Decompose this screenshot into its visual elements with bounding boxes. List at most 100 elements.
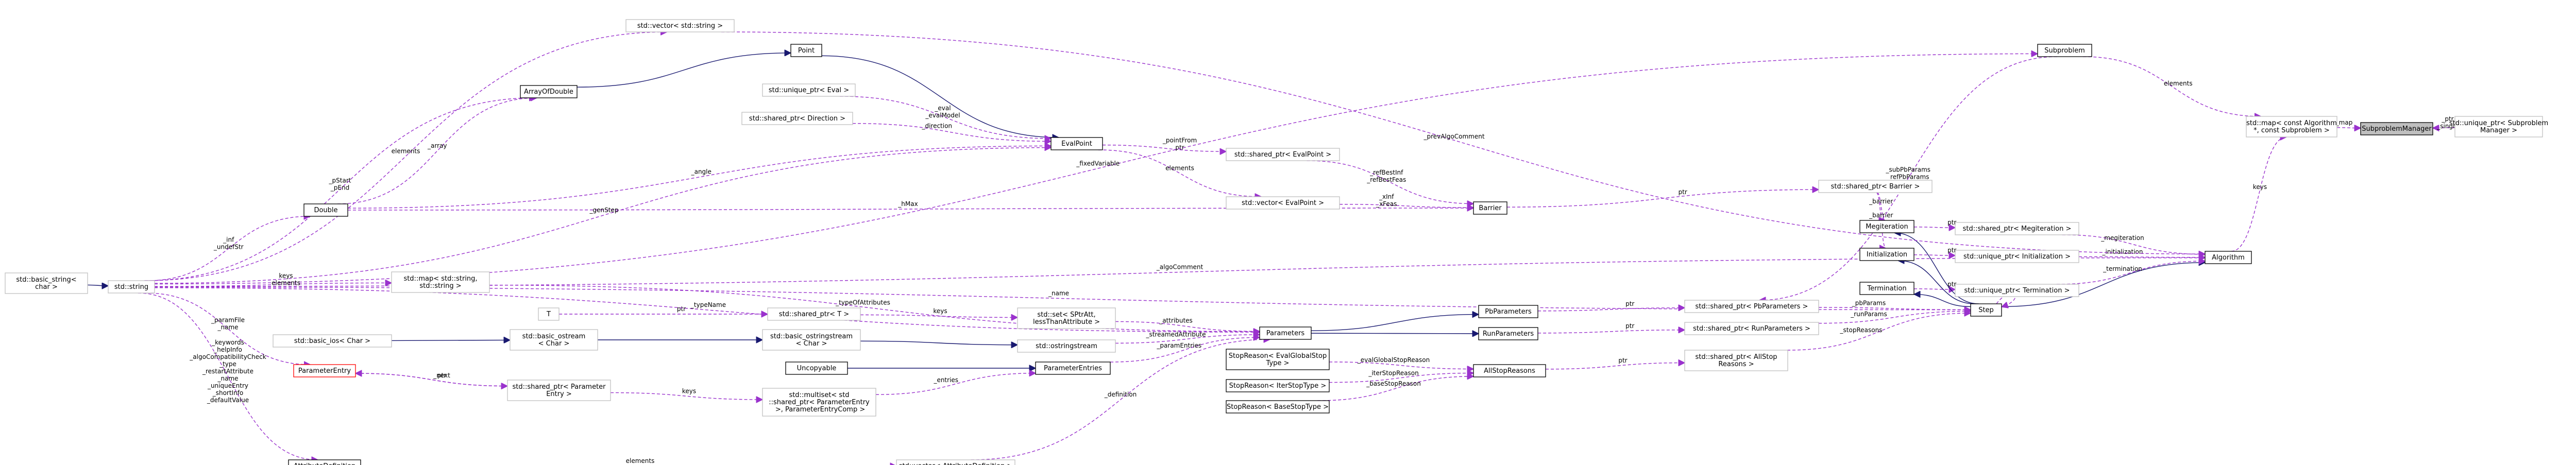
node-box[interactable] xyxy=(1684,300,1819,313)
node-sp_RunParameters[interactable]: std::shared_ptr< RunParameters > xyxy=(1684,322,1819,335)
node-SR_Base[interactable]: StopReason< BaseStopType > xyxy=(1226,400,1330,414)
node-vec_string[interactable]: std::vector< std::string > xyxy=(625,19,735,32)
node-sp_Barrier[interactable]: std::shared_ptr< Barrier > xyxy=(1818,180,1933,193)
node-box[interactable] xyxy=(1970,303,2002,317)
node-map[interactable]: std::map< const Algorithm*, const Subpro… xyxy=(2246,116,2337,137)
node-box[interactable] xyxy=(1050,137,1103,150)
node-Termination[interactable]: Termination xyxy=(1859,282,1914,295)
node-string[interactable]: std::string xyxy=(108,280,155,294)
node-ArrayOfDouble[interactable]: ArrayOfDouble xyxy=(520,85,578,98)
node-up_Eval[interactable]: std::unique_ptr< Eval > xyxy=(762,83,856,97)
node-box[interactable] xyxy=(1226,379,1330,392)
node-box[interactable] xyxy=(507,380,611,401)
node-box[interactable] xyxy=(1017,307,1116,329)
node-vec_EvalPoint[interactable]: std::vector< EvalPoint > xyxy=(1226,196,1340,210)
node-box[interactable] xyxy=(1017,339,1116,353)
node-basic_ostream[interactable]: std::basic_ostream< Char > xyxy=(510,329,598,351)
node-box[interactable] xyxy=(2037,44,2092,57)
node-Uncopyable[interactable]: Uncopyable xyxy=(785,361,848,375)
node-set_SPtrAtt[interactable]: std::set< SPtrAtt,lessThanAttribute > xyxy=(1017,307,1116,329)
node-box[interactable] xyxy=(520,85,578,98)
node-sp_T[interactable]: std::shared_ptr< T > xyxy=(767,307,861,321)
node-box[interactable] xyxy=(1226,400,1330,414)
node-box[interactable] xyxy=(1478,305,1538,318)
node-box[interactable] xyxy=(1859,248,1914,261)
node-box[interactable] xyxy=(1684,322,1819,335)
node-sp_Direction[interactable]: std::shared_ptr< Direction > xyxy=(741,112,853,125)
node-box[interactable] xyxy=(1955,284,2079,297)
node-box[interactable] xyxy=(1818,180,1933,193)
node-sp_Megiteration[interactable]: std::shared_ptr< Megiteration > xyxy=(1955,222,2079,235)
node-box[interactable] xyxy=(762,388,876,417)
node-ParameterEntry[interactable]: ParameterEntry xyxy=(293,364,356,377)
node-Point[interactable]: Point xyxy=(790,44,822,57)
node-Initialization[interactable]: Initialization xyxy=(1859,248,1914,261)
node-box[interactable] xyxy=(1955,250,2079,263)
node-sp_EvalPoint[interactable]: std::shared_ptr< EvalPoint > xyxy=(1226,148,1340,161)
node-Subproblem[interactable]: Subproblem xyxy=(2037,44,2092,57)
node-up_Initialization[interactable]: std::unique_ptr< Initialization > xyxy=(1955,250,2079,263)
node-basic_ios[interactable]: std::basic_ios< Char > xyxy=(273,334,392,348)
node-AttributeDefinition[interactable]: AttributeDefinition xyxy=(288,459,361,465)
node-box[interactable] xyxy=(288,459,361,465)
node-box[interactable] xyxy=(767,307,861,321)
node-box[interactable] xyxy=(762,83,856,97)
node-Step[interactable]: Step xyxy=(1970,303,2002,317)
node-box[interactable] xyxy=(1478,327,1538,340)
node-map_string[interactable]: std::map< std::string,std::string > xyxy=(391,271,490,293)
node-Parameters[interactable]: Parameters xyxy=(1259,326,1312,340)
node-box[interactable] xyxy=(538,307,560,321)
node-box[interactable] xyxy=(5,272,88,294)
node-Algorithm[interactable]: Algorithm xyxy=(2205,251,2252,264)
node-PbParameters[interactable]: PbParameters xyxy=(1478,305,1538,318)
node-box[interactable] xyxy=(1226,148,1340,161)
node-box[interactable] xyxy=(1226,196,1340,210)
node-basic_string[interactable]: std::basic_string<char > xyxy=(5,272,88,294)
node-box[interactable] xyxy=(2205,251,2252,264)
node-Double[interactable]: Double xyxy=(303,203,348,217)
node-box[interactable] xyxy=(2246,116,2337,137)
node-EvalPoint[interactable]: EvalPoint xyxy=(1050,137,1103,150)
node-RunParameters[interactable]: RunParameters xyxy=(1478,327,1538,340)
node-box[interactable] xyxy=(273,334,392,348)
node-SR_Iter[interactable]: StopReason< IterStopType > xyxy=(1226,379,1330,392)
node-box[interactable] xyxy=(625,19,735,32)
node-box[interactable] xyxy=(1226,349,1330,370)
node-box[interactable] xyxy=(1955,222,2079,235)
node-ostringstream[interactable]: std::ostringstream xyxy=(1017,339,1116,353)
node-multiset[interactable]: std::multiset< std::shared_ptr< Paramete… xyxy=(762,388,876,417)
node-box[interactable] xyxy=(108,280,155,294)
node-Megiteration[interactable]: Megiteration xyxy=(1859,220,1914,233)
node-box[interactable] xyxy=(1035,361,1111,375)
node-box[interactable] xyxy=(790,44,822,57)
node-sp_PbParameters[interactable]: std::shared_ptr< PbParameters > xyxy=(1684,300,1819,313)
node-SubproblemManager[interactable]: SubproblemManager xyxy=(2360,122,2433,135)
node-AllStopReasons[interactable]: AllStopReasons xyxy=(1473,364,1546,377)
node-box[interactable] xyxy=(1684,350,1788,371)
node-box[interactable] xyxy=(2360,122,2433,135)
node-ParameterEntries[interactable]: ParameterEntries xyxy=(1035,361,1111,375)
node-box[interactable] xyxy=(1259,326,1312,340)
node-box[interactable] xyxy=(1473,201,1507,215)
node-box[interactable] xyxy=(303,203,348,217)
node-box[interactable] xyxy=(896,459,1015,465)
node-box[interactable] xyxy=(510,329,598,351)
node-basic_ostringstream[interactable]: std::basic_ostringstream< Char > xyxy=(762,329,861,351)
node-Barrier[interactable]: Barrier xyxy=(1473,201,1507,215)
node-box[interactable] xyxy=(741,112,853,125)
node-box[interactable] xyxy=(1473,364,1546,377)
node-box[interactable] xyxy=(785,361,848,375)
node-vec_AttrDef[interactable]: std::vector< AttributeDefinition > xyxy=(896,459,1015,465)
node-box[interactable] xyxy=(1859,282,1914,295)
node-T[interactable]: T xyxy=(538,307,560,321)
node-up_Termination[interactable]: std::unique_ptr< Termination > xyxy=(1955,284,2079,297)
node-box[interactable] xyxy=(1859,220,1914,233)
node-box[interactable] xyxy=(391,271,490,293)
node-box[interactable] xyxy=(293,364,356,377)
node-box[interactable] xyxy=(2454,116,2543,137)
node-box[interactable] xyxy=(762,329,861,351)
